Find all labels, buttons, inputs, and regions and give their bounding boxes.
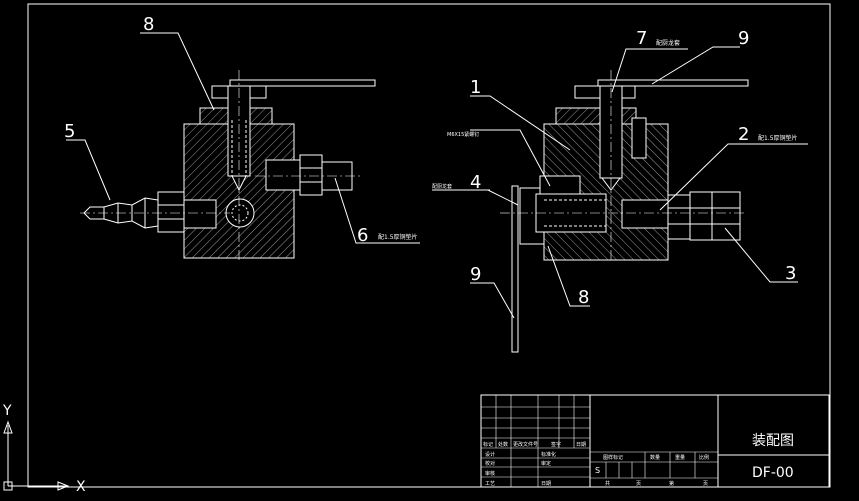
tb-header-date: 日期 <box>576 442 586 448</box>
note-set-screw: M6X15紧螺钉 <box>447 131 479 138</box>
tb-header-change-doc: 更改文件号 <box>513 441 538 448</box>
part-label-9-bottom: 9 <box>470 264 481 285</box>
title-block <box>480 394 830 488</box>
ucs-icon <box>3 420 70 491</box>
tb-mid-approve: 审定 <box>541 460 551 467</box>
tb-row-process: 工艺 <box>485 481 495 487</box>
tb-sheet-page1: 页 <box>636 481 641 487</box>
tb-mid-standardize: 标准化 <box>541 451 556 458</box>
tb-mid-date: 日期 <box>541 481 551 487</box>
tb-header-count: 处数 <box>498 441 508 448</box>
tb-stage-scale: 比例 <box>699 454 709 461</box>
title-block-title: 装配图 <box>752 433 794 449</box>
note-dragon-sleeve-left: 配厨龙套 <box>432 183 452 190</box>
note-dragon-sleeve-top: 配厨龙套 <box>656 39 680 47</box>
tb-sheet-total: 共 <box>605 480 610 487</box>
left-view-assembly <box>66 32 420 260</box>
tb-stage-s: S <box>595 466 600 475</box>
tb-sheet-page2: 页 <box>703 481 708 487</box>
tb-sheet-number: 第 <box>669 480 674 487</box>
part-label-5: 5 <box>64 121 75 142</box>
tb-row-check: 校对 <box>485 460 495 467</box>
note-copper-gasket-right: 配1.5厚铜垫片 <box>758 134 798 142</box>
part-label-7: 7 <box>636 28 647 49</box>
tb-stage-qty: 数量 <box>650 454 660 461</box>
tb-header-mark: 标记 <box>483 441 493 448</box>
part-label-1: 1 <box>470 77 481 98</box>
part-label-8-bottom: 8 <box>578 287 589 308</box>
tb-header-sign: 签字 <box>551 441 561 448</box>
tb-stage-mark-header: 图样标记 <box>603 454 623 461</box>
part-label-4: 4 <box>470 172 481 193</box>
part-label-3: 3 <box>785 263 796 284</box>
note-copper-gasket-left: 配1.5厚铜垫片 <box>378 233 418 241</box>
part-label-2: 2 <box>738 124 749 145</box>
tb-row-review: 审核 <box>485 470 495 477</box>
drawing-frame <box>27 3 831 488</box>
part-label-6: 6 <box>357 225 368 246</box>
part-label-9-top: 9 <box>738 28 749 49</box>
tb-stage-weight: 重量 <box>675 454 685 461</box>
tb-row-design: 设计 <box>485 451 495 458</box>
x-axis-label: X <box>76 479 86 495</box>
part-label-8-top: 8 <box>143 14 154 35</box>
right-view-assembly <box>432 46 808 353</box>
y-axis-label: Y <box>2 403 12 419</box>
title-block-drawing-number: DF-00 <box>752 465 794 481</box>
